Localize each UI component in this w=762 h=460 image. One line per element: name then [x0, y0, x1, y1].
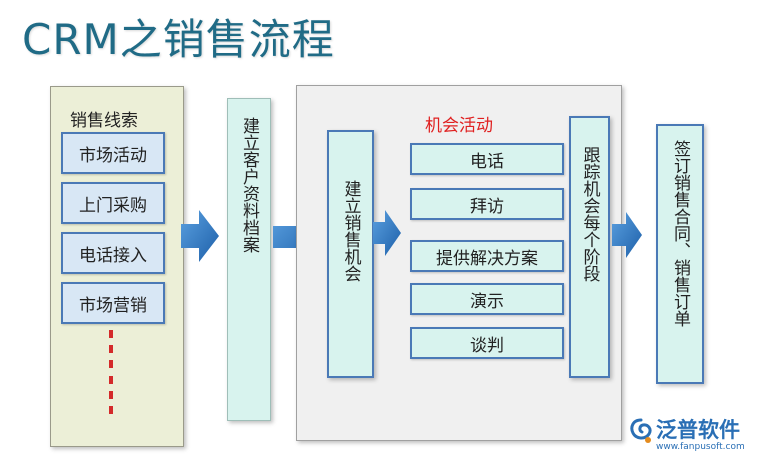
lead-item-market-activity: 市场活动 [61, 132, 165, 174]
more-leads-dots [102, 330, 120, 414]
brand-name: 泛普软件 [656, 418, 740, 442]
activity-demo: 演示 [410, 283, 564, 315]
lead-item-onsite-purchase: 上门采购 [61, 182, 165, 224]
brand-logo: 泛普软件 www.fanpusoft.com [626, 414, 758, 458]
lead-item-marketing: 市场营销 [61, 282, 165, 324]
opportunity-activities-title: 机会活动 [425, 116, 493, 136]
step-sign-contract: 签订销售合同、销售订单 [656, 124, 704, 384]
activity-solution: 提供解决方案 [410, 240, 564, 272]
activity-phone: 电话 [410, 143, 564, 175]
arrow-right-icon [181, 210, 219, 262]
leads-title: 销售线索 [70, 111, 138, 131]
arrow-right-icon [612, 212, 642, 258]
step-create-opportunity: 建立销售机会 [327, 130, 374, 378]
lead-item-phone-inbound: 电话接入 [61, 232, 165, 274]
brand-url: www.fanpusoft.com [656, 442, 745, 452]
activity-negotiation: 谈判 [410, 327, 564, 359]
brand-swirl-icon [630, 418, 652, 443]
activity-visit: 拜访 [410, 188, 564, 220]
step-customer-profile: 建立客户资料档案 [227, 98, 271, 421]
step-track-stages: 跟踪机会每个阶段 [569, 116, 610, 378]
page-title: CRM之销售流程 [22, 15, 335, 64]
arrow-right-icon [373, 210, 401, 256]
